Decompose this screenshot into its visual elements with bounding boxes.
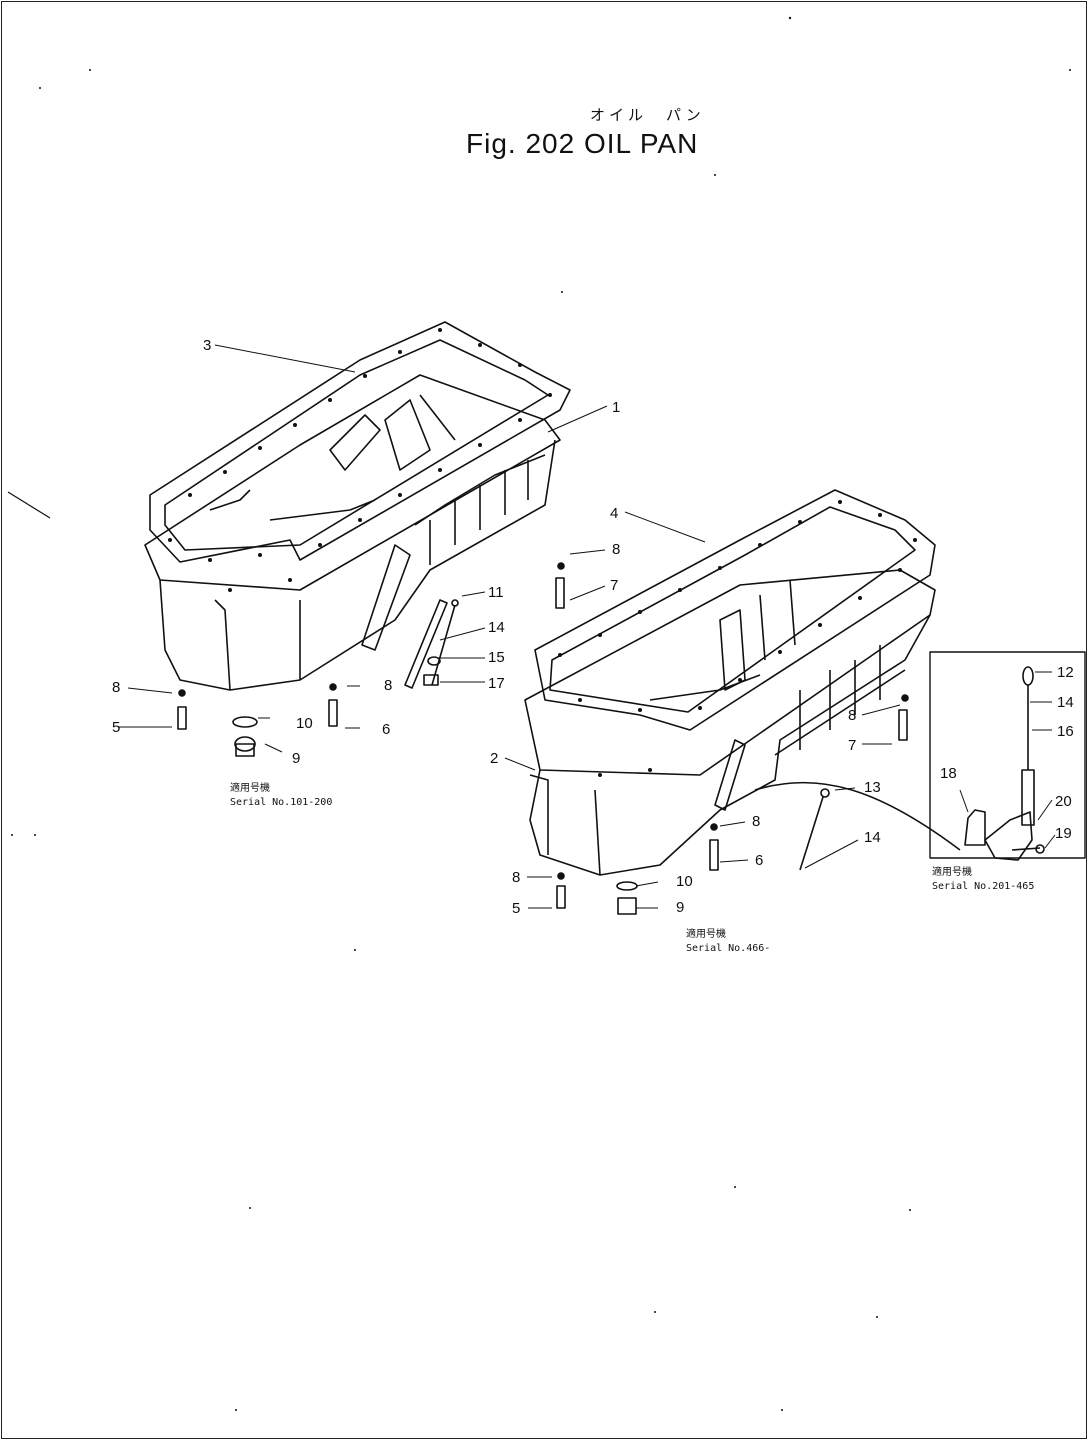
callout-13: 13 xyxy=(864,779,881,796)
left-oil-pan xyxy=(144,321,571,691)
callout-18: 18 xyxy=(940,765,957,782)
callout-1: 1 xyxy=(612,399,620,416)
serial-note-inset: 適用号機 Serial No.201-465 xyxy=(932,866,1034,894)
figure-title-japanese: オイル パン xyxy=(590,106,705,124)
right-oil-pan xyxy=(524,489,961,876)
callout-10: 10 xyxy=(676,873,693,890)
right-loose-parts xyxy=(555,562,909,915)
callout-8: 8 xyxy=(612,541,620,558)
callout-2: 2 xyxy=(490,750,498,767)
callout-8: 8 xyxy=(752,813,760,830)
callout-10: 10 xyxy=(296,715,313,732)
callout-20: 20 xyxy=(1055,793,1072,810)
callout-17: 17 xyxy=(488,675,505,692)
serial-note-left: 適用号機 Serial No.101-200 xyxy=(230,782,332,810)
callout-4: 4 xyxy=(610,505,618,522)
left-loose-parts xyxy=(177,599,459,757)
callout-8: 8 xyxy=(384,677,392,694)
callout-9: 9 xyxy=(292,750,300,767)
leader-lines xyxy=(118,344,1056,909)
serial-note-left-text: Serial No.101-200 xyxy=(230,797,333,808)
callout-8: 8 xyxy=(512,869,520,886)
serial-note-right-text: Serial No.466- xyxy=(686,943,771,954)
callout-9: 9 xyxy=(676,899,684,916)
callout-3: 3 xyxy=(203,337,211,354)
serial-note-inset-jp: 適用号機 xyxy=(932,867,972,878)
serial-note-left-jp: 適用号機 xyxy=(230,783,270,794)
callout-19: 19 xyxy=(1055,825,1072,842)
callout-7: 7 xyxy=(610,577,618,594)
callout-8: 8 xyxy=(848,707,856,724)
callout-6: 6 xyxy=(755,852,763,869)
callout-7: 7 xyxy=(848,737,856,754)
callout-8: 8 xyxy=(112,679,120,696)
callout-5: 5 xyxy=(112,719,120,736)
callout-14: 14 xyxy=(1057,694,1074,711)
callout-15: 15 xyxy=(488,649,505,666)
callout-16: 16 xyxy=(1057,723,1074,740)
serial-note-right: 適用号機 Serial No.466- xyxy=(686,928,770,956)
callout-11: 11 xyxy=(488,584,504,601)
callout-5: 5 xyxy=(512,900,520,917)
serial-note-inset-text: Serial No.201-465 xyxy=(932,881,1035,892)
inset-box xyxy=(929,651,1086,861)
serial-note-right-jp: 適用号機 xyxy=(686,929,726,940)
callout-12: 12 xyxy=(1057,664,1074,681)
callout-6: 6 xyxy=(382,721,390,738)
callout-14: 14 xyxy=(864,829,881,846)
callout-numbers: 3 1 4 8 7 11 14 15 17 8 5 10 9 8 6 2 8 7… xyxy=(112,337,1074,917)
scan-specks xyxy=(11,16,1071,1411)
callout-14: 14 xyxy=(488,619,505,636)
figure-title: Fig. 202 OIL PAN xyxy=(466,128,699,159)
